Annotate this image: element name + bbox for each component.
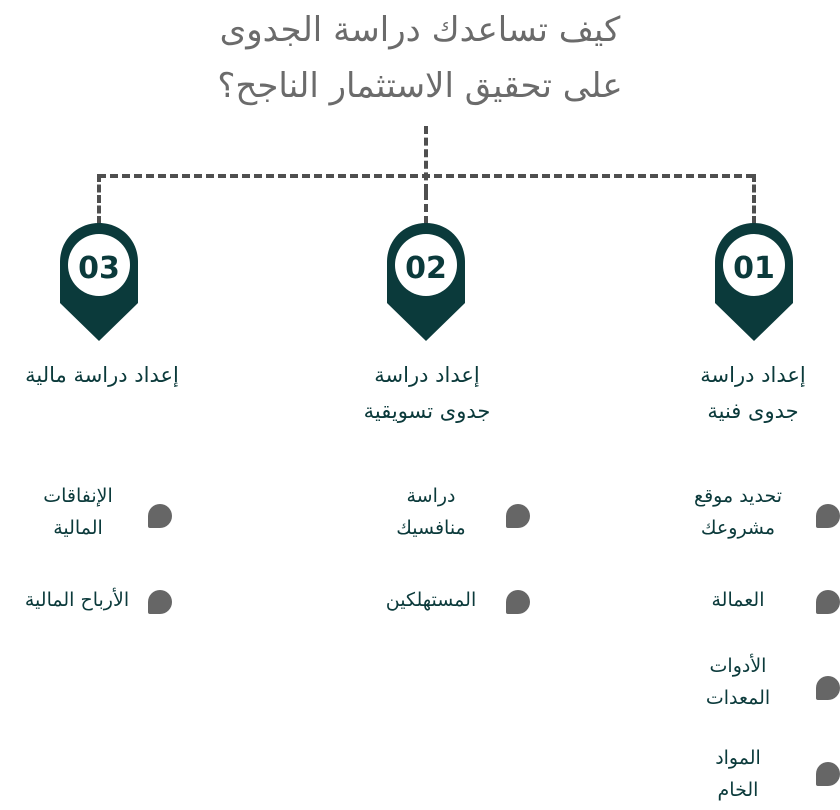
pin-number-03: 03 <box>78 251 120 286</box>
connector-main-vertical <box>424 126 428 192</box>
item-01-3-line-2: المعدات <box>705 687 771 709</box>
column-title-01-line-2: جدوى فنية <box>707 399 799 423</box>
bullet-02-1 <box>506 504 530 528</box>
connector-middle-vertical <box>424 192 428 224</box>
title-line-2: على تحقيق الاستثمار الناجح؟ <box>217 66 623 106</box>
item-01-1-line-1: تحديد موقع <box>693 485 782 507</box>
pin-marker-01: 01 <box>715 223 793 343</box>
column-title-02-line-2: جدوى تسويقية <box>363 399 491 423</box>
item-02-2-line-1: المستهلكين <box>385 589 477 611</box>
bullet-01-1 <box>816 504 840 528</box>
bullet-01-4 <box>816 762 840 786</box>
column-title-02-line-1: إعداد دراسة <box>374 363 480 387</box>
item-03-1-line-1: الإنفاقات <box>43 485 113 507</box>
map-pin-icon <box>60 223 138 341</box>
bullet-01-3 <box>816 676 840 700</box>
item-02-1-line-2: منافسيك <box>396 517 466 539</box>
pin-number-02: 02 <box>405 251 447 286</box>
pin-number-01: 01 <box>733 251 775 286</box>
item-01-1-line-2: مشروعك <box>700 517 776 539</box>
item-01-2-line-1: العمالة <box>711 589 765 611</box>
item-01-4-line-2: الخام <box>717 779 759 801</box>
bullet-01-2 <box>816 590 840 614</box>
bullet-02-2 <box>506 590 530 614</box>
column-title-01-line-1: إعداد دراسة <box>700 363 806 387</box>
pin-marker-03: 03 <box>60 223 138 343</box>
item-03-1-line-2: المالية <box>53 517 103 539</box>
pin-marker-02: 02 <box>387 223 465 343</box>
bullet-03-1 <box>148 504 172 528</box>
item-01-4-line-1: المواد <box>715 747 761 769</box>
column-title-03-line-1: إعداد دراسة مالية <box>25 363 179 387</box>
item-03-2-line-1: الأرباح المالية <box>24 589 130 611</box>
map-pin-icon <box>387 223 465 341</box>
connector-right-vertical <box>752 174 756 224</box>
bullet-03-2 <box>148 590 172 614</box>
item-02-1-line-1: دراسة <box>406 485 456 507</box>
map-pin-icon <box>715 223 793 341</box>
title-line-1: كيف تساعدك دراسة الجدوى <box>219 10 621 50</box>
connector-horizontal <box>98 174 754 178</box>
item-01-3-line-1: الأدوات <box>709 655 767 677</box>
connector-left-vertical <box>97 174 101 224</box>
